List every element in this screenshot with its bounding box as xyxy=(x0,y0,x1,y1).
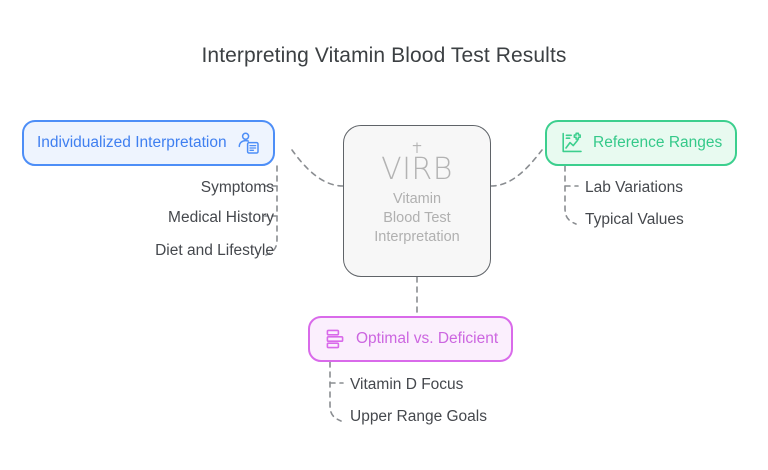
leaf-label-typical-values: Typical Values xyxy=(585,211,684,228)
virb-logo: VIRB xyxy=(381,142,453,187)
center-node-text: Vitamin Blood Test Interpretation xyxy=(374,190,459,247)
person-document-icon xyxy=(238,132,259,154)
leaf-label-symptoms: Symptoms xyxy=(200,179,274,196)
center-line-2: Blood Test xyxy=(383,210,451,226)
leaf-label-lab-variations: Lab Variations xyxy=(585,179,683,196)
branch-label-bottom: Optimal vs. Deficient xyxy=(356,330,499,348)
branch-node-optimal-vs-deficient[interactable]: Optimal vs. Deficient xyxy=(308,316,514,362)
medical-cross-icon xyxy=(412,142,422,153)
leaf-label-medical-history: Medical History xyxy=(168,209,274,226)
center-line-3: Interpretation xyxy=(374,229,460,245)
branch-label-left: Individualized Interpretation xyxy=(37,134,227,152)
branch-node-reference-ranges[interactable]: Reference Ranges xyxy=(545,120,738,166)
edge-center-right xyxy=(490,149,543,187)
leaf-label-vitamin-d-focus: Vitamin D Focus xyxy=(350,376,464,393)
logo-text: VIRB xyxy=(381,152,453,187)
branch-node-individualized-interpretation[interactable]: Individualized Interpretation xyxy=(22,120,275,166)
edge-bottom-spine xyxy=(329,361,342,422)
leaf-label-upper-range-goals: Upper Range Goals xyxy=(350,408,487,425)
stacked-bars-icon xyxy=(326,329,344,349)
leaf-label-diet-and-lifestyle: Diet and Lifestyle xyxy=(155,242,274,259)
page-title: Interpreting Vitamin Blood Test Results xyxy=(201,44,567,67)
chart-medical-icon xyxy=(562,132,582,153)
center-node[interactable]: VIRB Vitamin Blood Test Interpretation xyxy=(343,125,491,277)
branch-label-right: Reference Ranges xyxy=(593,134,723,152)
center-line-1: Vitamin xyxy=(392,191,442,207)
edge-right-spine xyxy=(564,165,577,225)
edge-center-left xyxy=(291,149,344,187)
